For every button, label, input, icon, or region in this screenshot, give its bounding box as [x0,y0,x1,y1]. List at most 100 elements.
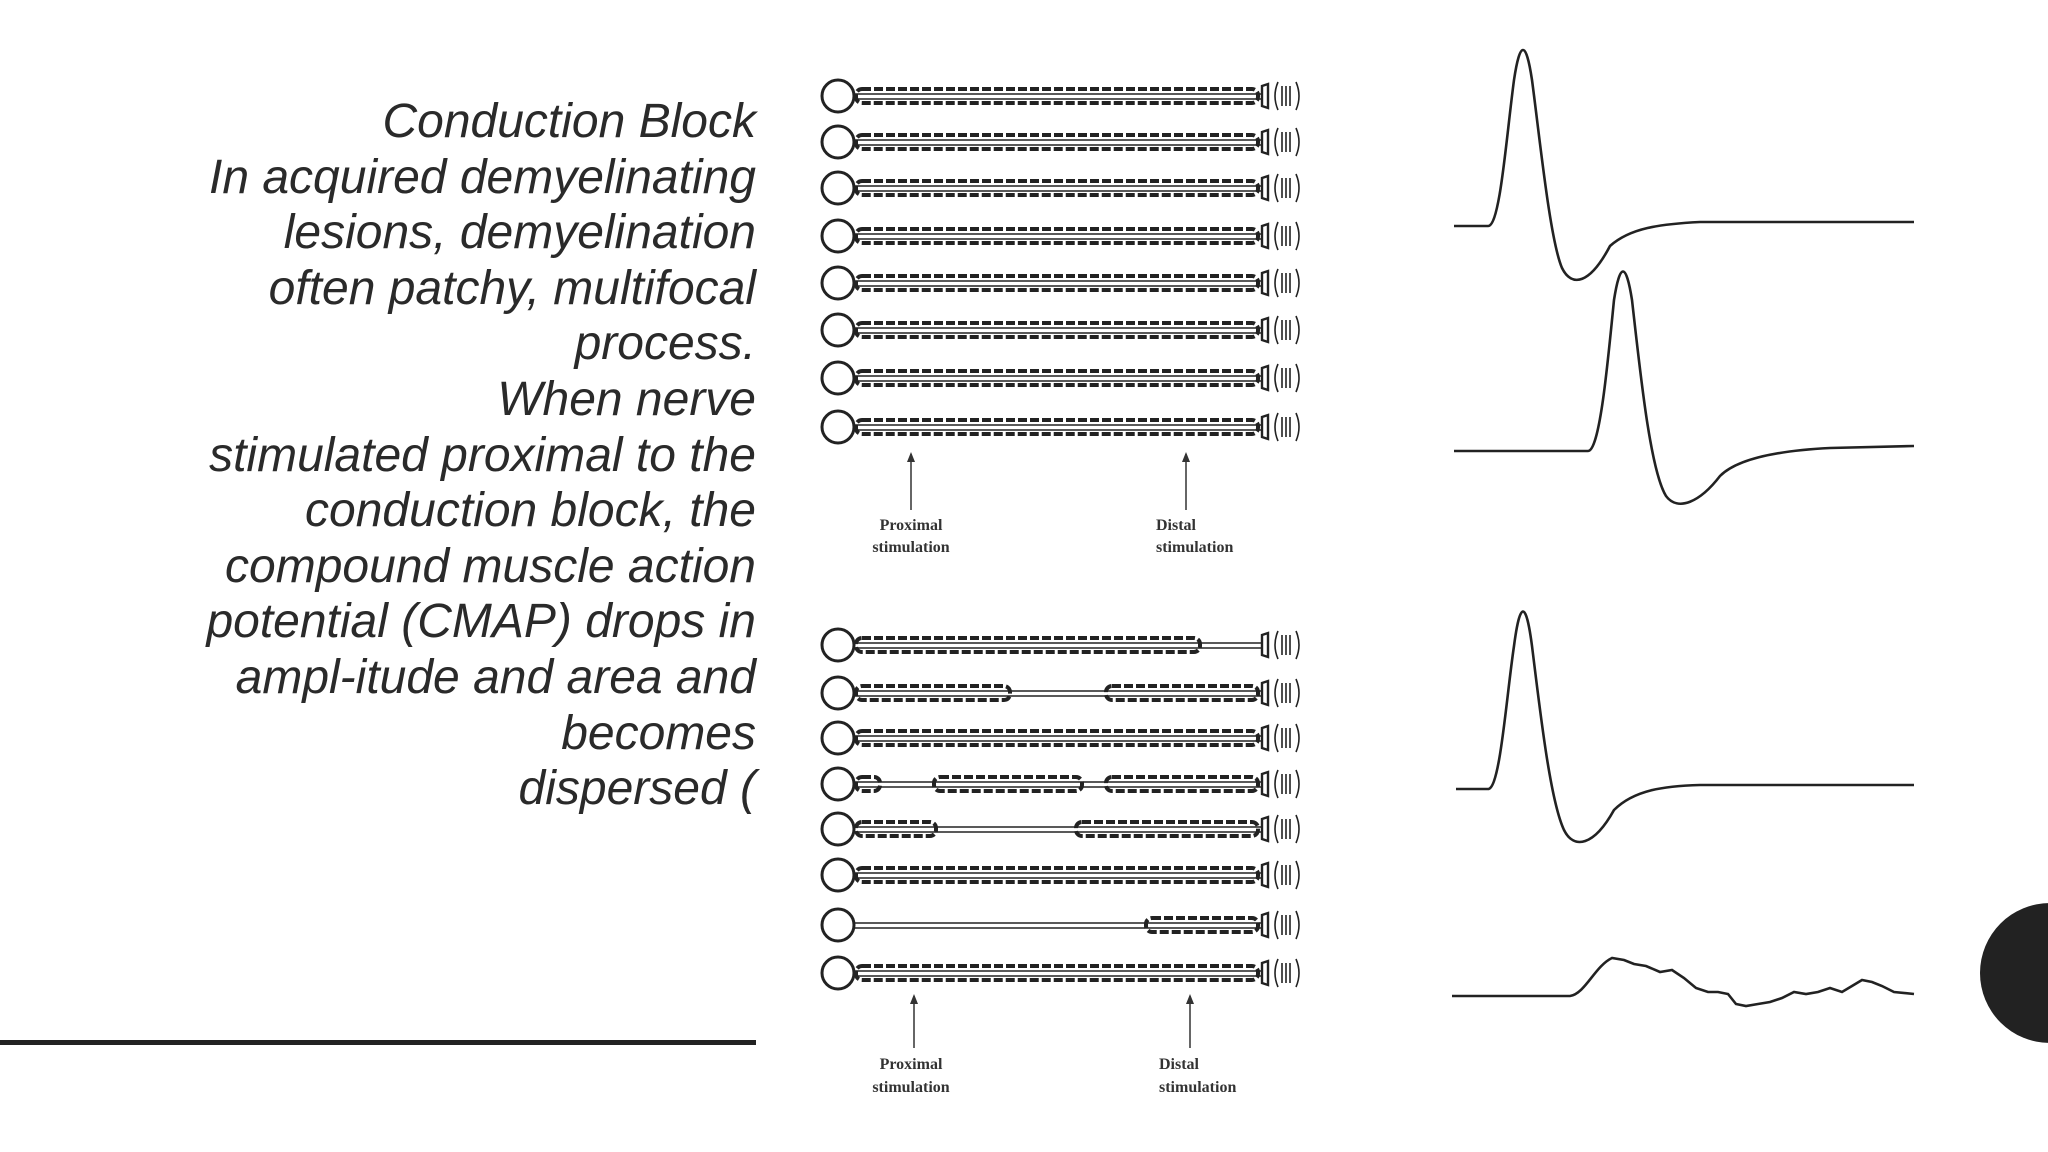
top-fiber-panel [820,78,1300,445]
cell-body [820,78,856,114]
cmap-trace-bottom-1 [1456,610,1914,844]
nerve-fiber [820,907,1300,943]
muscle-bracket [1295,173,1300,203]
cmap-trace-top-1 [1454,48,1914,282]
cell-body [820,857,856,893]
text-line: lesions, demyelination [283,206,756,260]
axon-terminal [1260,269,1270,297]
muscle-bracket [1274,412,1279,442]
text-line: becomes [561,706,756,760]
myelin-segment [1144,916,1260,934]
axon-terminal [1260,815,1270,843]
muscle-bracket [1295,412,1300,442]
text-line: dispersed ( [518,762,756,816]
myelin-segment [854,866,1260,884]
muscle-bracket [1274,221,1279,251]
cell-body [820,811,856,847]
text-line: process. [574,317,756,371]
cell-body [820,409,856,445]
muscle-bracket [1274,127,1279,157]
nerve-fiber [820,857,1300,893]
muscle-bracket [1274,363,1279,393]
nerve-fiber [820,124,1300,160]
muscle-bracket [1295,315,1300,345]
text-line: compound muscle action [225,539,756,593]
axon-terminal [1260,128,1270,156]
muscle-bracket [1274,860,1279,890]
muscle-bracket [1274,678,1279,708]
nerve-fiber [820,170,1300,206]
muscle-bracket [1274,814,1279,844]
myelin-segment [1104,775,1260,793]
cell-body [820,360,856,396]
bottom-proximal-label-2: stimulation [872,1079,949,1096]
myelin-segment [854,227,1260,245]
myelin-segment [854,964,1260,982]
cell-body [820,627,856,663]
bottom-fiber-panel [820,627,1300,991]
muscle-bracket [1295,630,1300,660]
text-line: conduction block, the [305,484,756,538]
axon-terminal [1260,222,1270,250]
cell-body [820,907,856,943]
myelin-segment [854,820,938,838]
myelin-segment [854,729,1260,747]
top-distal-marker: Distal stimulation [1156,452,1233,556]
axon-terminal [1260,861,1270,889]
nerve-fiber [820,675,1300,711]
top-proximal-label-1: Proximal [880,517,943,534]
muscle-bracket [1274,958,1279,988]
cmap-trace-bottom-2 [1452,956,1915,1008]
myelin-segment [854,418,1260,436]
muscle-bracket [1274,723,1279,753]
muscle-bracket [1295,678,1300,708]
muscle-bracket [1274,81,1279,111]
cell-body [820,675,856,711]
axon-terminal [1260,82,1270,110]
axon-terminal [1260,413,1270,441]
nerve-fiber [820,312,1300,348]
cell-body [820,265,856,301]
bottom-distal-label-2: stimulation [1159,1079,1236,1096]
myelin-segment [854,775,882,793]
text-line: potential (CMAP) drops in [206,595,756,649]
cell-body [820,766,856,802]
muscle-bracket [1295,81,1300,111]
nerve-fiber [820,78,1300,114]
muscle-bracket [1295,363,1300,393]
title-line: Conduction Block [382,95,756,148]
axon-terminal [1260,364,1270,392]
muscle-bracket [1274,315,1279,345]
top-distal-label-2: stimulation [1156,539,1233,556]
muscle-bracket [1274,910,1279,940]
conduction-block-text: Conduction Block In acquired demyelinati… [120,94,756,817]
myelin-segment [854,179,1260,197]
myelin-segment [854,369,1260,387]
myelin-segment [1074,820,1260,838]
muscle-bracket [1274,173,1279,203]
axon-terminal [1260,770,1270,798]
muscle-bracket [1295,910,1300,940]
nerve-fiber [820,811,1300,847]
muscle-bracket [1295,221,1300,251]
myelin-segment [932,775,1084,793]
nerve-fiber [820,409,1300,445]
myelin-segment [854,274,1260,292]
text-line: In acquired demyelinating [208,150,756,204]
muscle-bracket [1274,268,1279,298]
nerve-fiber [820,218,1300,254]
myelin-segment [854,321,1260,339]
bottom-distal-marker: Distal stimulation [1159,994,1236,1096]
cell-body [820,312,856,348]
axon-terminal [1260,959,1270,987]
axon-terminal [1260,174,1270,202]
cell-body [820,955,856,991]
cell-body [820,170,856,206]
muscle-bracket [1295,814,1300,844]
text-line: ampl-itude and area and [235,650,756,704]
text-line: When nerve [497,372,756,426]
myelin-segment [1104,684,1260,702]
bottom-proximal-label-1: Proximal [880,1056,943,1073]
axon-terminal [1260,724,1270,752]
muscle-bracket [1295,769,1300,799]
